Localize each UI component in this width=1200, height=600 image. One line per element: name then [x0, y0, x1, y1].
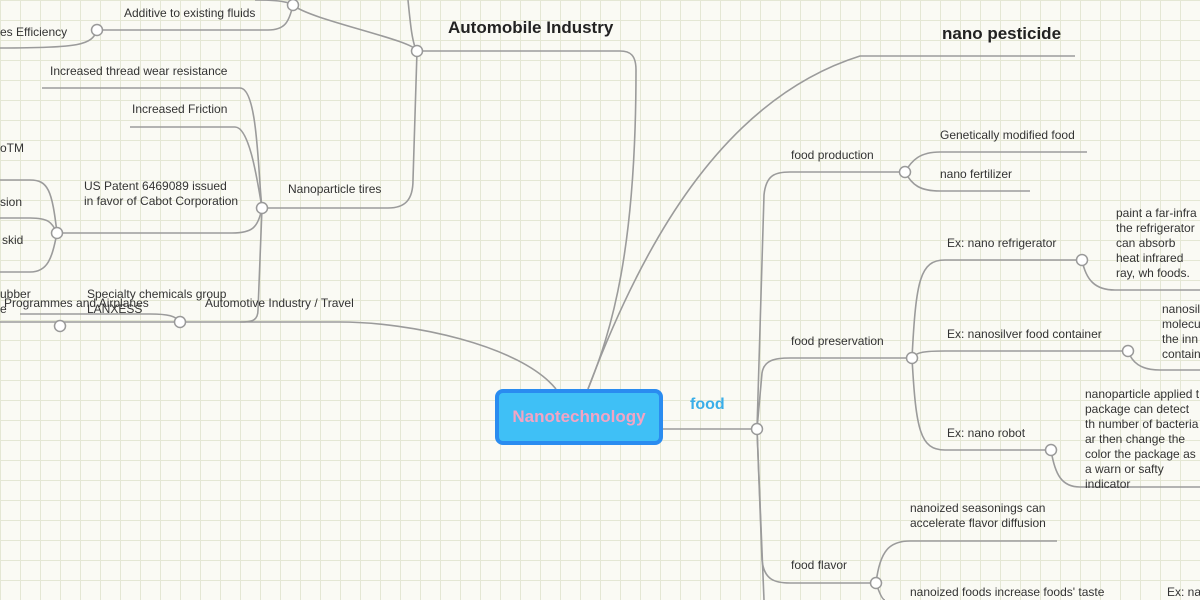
programmes-collapse-knob[interactable]: [53, 319, 67, 333]
node-efficiency[interactable]: es Efficiency: [0, 25, 68, 39]
node-food-preservation[interactable]: food preservation: [791, 334, 884, 348]
node-nanoized-taste[interactable]: nanoized foods increase foods' taste: [910, 585, 1105, 599]
node-automotive-travel[interactable]: Automotive Industry / Travel: [205, 296, 354, 310]
node-nano-robot[interactable]: Ex: nano robot: [947, 426, 1026, 440]
node-skid[interactable]: skid: [2, 233, 24, 247]
tires-collapse-knob[interactable]: [255, 201, 269, 215]
node-ex-na[interactable]: Ex: na: [1167, 585, 1200, 599]
robot-collapse-knob[interactable]: [1044, 443, 1058, 457]
node-food-production[interactable]: food production: [791, 148, 874, 162]
node-robot-note[interactable]: nanoparticle applied t package can detec…: [1085, 387, 1200, 491]
central-topic-label: Nanotechnology: [512, 407, 646, 426]
node-nanoized-seasonings[interactable]: nanoized seasonings can accelerate flavo…: [910, 501, 1046, 530]
patent-collapse-knob[interactable]: [50, 226, 64, 240]
food-collapse-knob[interactable]: [750, 422, 764, 436]
topic-food[interactable]: food: [690, 396, 725, 413]
node-food-flavor[interactable]: food flavor: [791, 558, 848, 572]
node-additive-fluids[interactable]: Additive to existing fluids: [124, 6, 256, 20]
node-programmes-airplanes[interactable]: Programmes and Airplanes: [4, 296, 149, 310]
automobile-collapse-knob[interactable]: [410, 44, 424, 58]
node-nanoparticle-tires[interactable]: Nanoparticle tires: [288, 182, 382, 196]
specialty-collapse-knob[interactable]: [173, 315, 187, 329]
topic-automobile-industry[interactable]: Automobile Industry: [448, 18, 614, 37]
food-production-collapse-knob[interactable]: [898, 165, 912, 179]
node-gmo-food[interactable]: Genetically modified food: [940, 128, 1075, 142]
node-nano-refrigerator[interactable]: Ex: nano refrigerator: [947, 236, 1057, 250]
node-otm[interactable]: oTM: [0, 141, 24, 155]
refrigerator-collapse-knob[interactable]: [1075, 253, 1089, 267]
node-nanosilver-note[interactable]: nanosil molecu the inn contain: [1162, 302, 1200, 361]
food-preservation-collapse-knob[interactable]: [905, 351, 919, 365]
additive-collapse-knob[interactable]: [286, 0, 300, 12]
node-rubber[interactable]: ubber: [0, 287, 31, 301]
central-topic[interactable]: Nanotechnology: [495, 389, 663, 445]
node-refrigerator-note[interactable]: paint a far-infra the refrigerator can a…: [1116, 206, 1197, 280]
node-us-patent[interactable]: US Patent 6469089 issued in favor of Cab…: [84, 179, 239, 208]
food-flavor-collapse-knob[interactable]: [869, 576, 883, 590]
node-increased-friction[interactable]: Increased Friction: [132, 102, 228, 116]
node-lanxess[interactable]: LANXESS: [87, 302, 143, 316]
efficiency-collapse-knob[interactable]: [90, 23, 104, 37]
node-thread-wear[interactable]: Increased thread wear resistance: [50, 64, 228, 78]
node-nanosilver-container[interactable]: Ex: nanosilver food container: [947, 327, 1102, 341]
node-nano-fertilizer[interactable]: nano fertilizer: [940, 167, 1013, 181]
topic-nano-pesticide[interactable]: nano pesticide: [942, 24, 1062, 43]
silver-container-collapse-knob[interactable]: [1121, 344, 1135, 358]
node-specialty-chemicals[interactable]: Specialty chemicals group: [87, 287, 227, 301]
node-sion[interactable]: sion: [0, 195, 23, 209]
node-e[interactable]: e: [0, 302, 7, 316]
